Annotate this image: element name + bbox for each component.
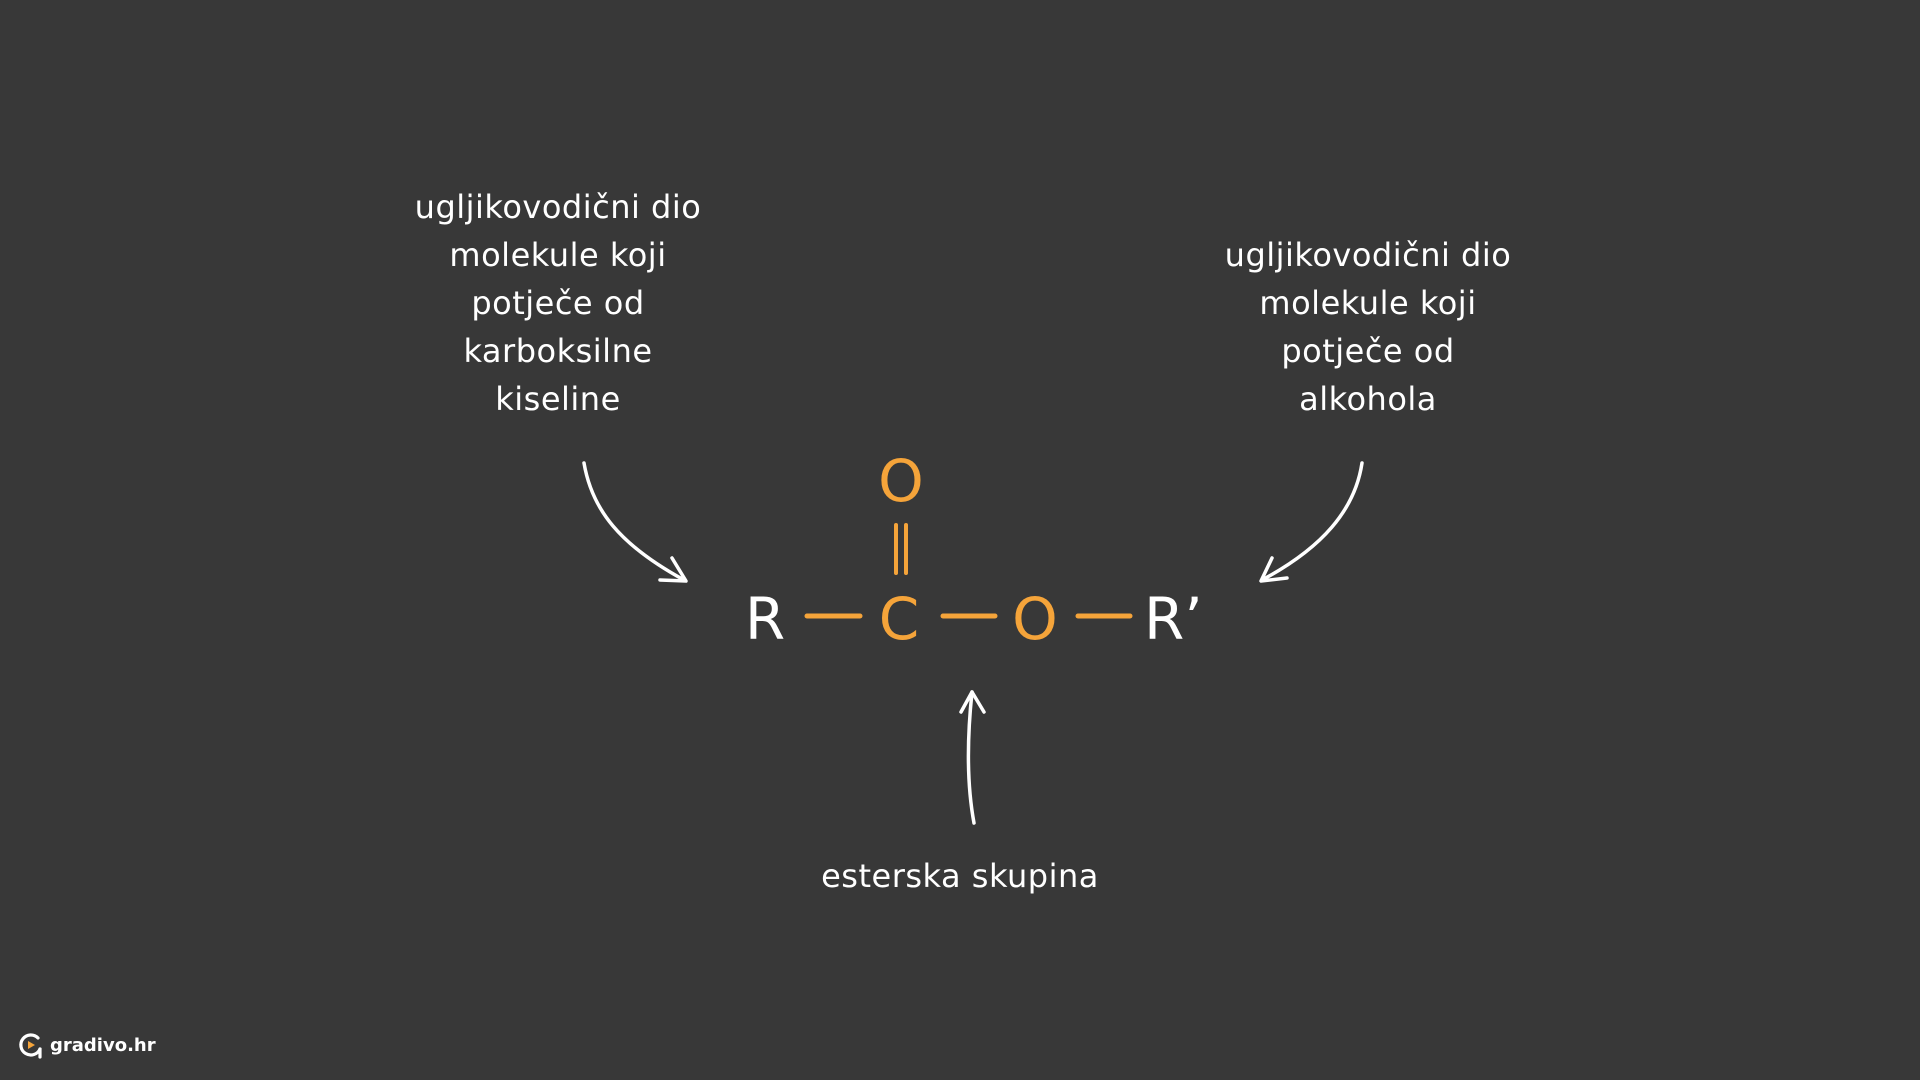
atom-oxygen-single: O <box>1012 585 1058 653</box>
arrow-right-curve <box>1260 461 1364 582</box>
label-right-line: alkohola <box>1299 380 1437 418</box>
arrow-left-curve <box>582 461 686 582</box>
atom-r-prime: R’ <box>1144 585 1203 653</box>
atom-oxygen-double: O <box>878 447 924 515</box>
label-ester-group: esterska skupina <box>760 852 1160 900</box>
label-right-line: molekule koji <box>1259 284 1477 322</box>
label-right-line: potječe od <box>1281 332 1455 370</box>
label-acid-part: ugljikovodični dio molekule koji potječe… <box>408 183 708 423</box>
gradivo-logo-icon <box>19 1033 42 1059</box>
arrow-bottom-shaft <box>966 690 976 825</box>
brand-name: gradivo.hr <box>50 1034 156 1056</box>
label-left-line: potječe od <box>471 284 645 322</box>
arrow-bottom-head <box>959 690 986 714</box>
label-alcohol-part: ugljikovodični dio molekule koji potječe… <box>1218 231 1518 423</box>
label-left-line: molekule koji <box>449 236 667 274</box>
arrow-right-head <box>1259 556 1289 583</box>
label-left-line: kiseline <box>495 380 621 418</box>
label-left-line: ugljikovodični dio <box>414 188 702 226</box>
atom-carbon: C <box>878 585 920 653</box>
label-bottom-text: esterska skupina <box>821 857 1099 895</box>
label-right-line: ugljikovodični dio <box>1224 236 1512 274</box>
brand-logo: gradivo.hr <box>18 1030 156 1060</box>
atom-r: R <box>744 585 786 653</box>
arrow-left-head <box>658 556 688 583</box>
label-left-line: karboksilne <box>463 332 653 370</box>
